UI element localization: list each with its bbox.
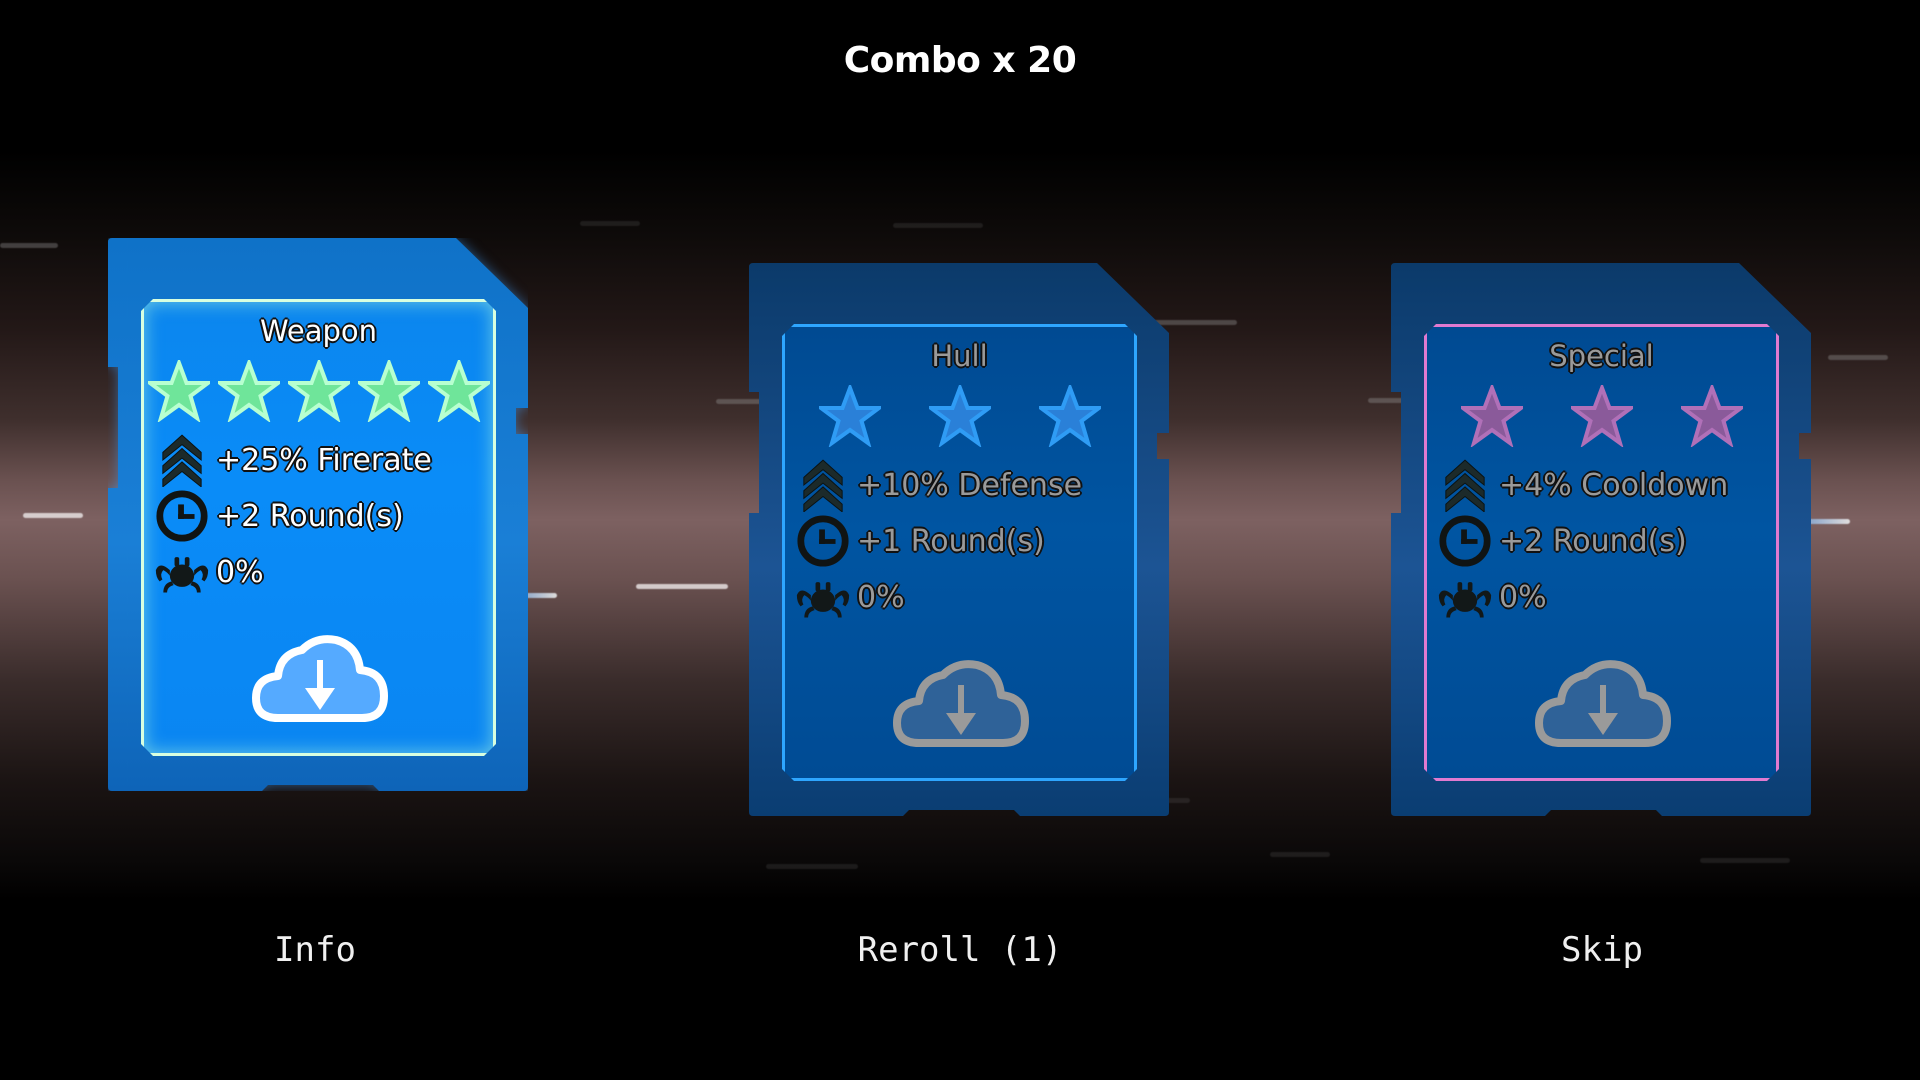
bug-icon xyxy=(154,544,210,600)
background-streak xyxy=(580,221,640,226)
stat-value: +2 Round(s) xyxy=(216,498,404,534)
card-category-label: Hull xyxy=(931,339,988,373)
card-panel: Weapon +25% Firerate +2 Round(s) 0% xyxy=(141,299,496,756)
star-icon xyxy=(1571,385,1633,447)
clock-icon xyxy=(795,513,851,569)
stat-value: 0% xyxy=(216,554,264,590)
chevron-up-rank-icon xyxy=(1437,457,1493,513)
stat-row: +10% Defense xyxy=(795,457,1082,513)
stat-value: +10% Defense xyxy=(857,467,1083,503)
star-icon xyxy=(288,360,350,422)
card-panel: Special +4% Cooldown +2 Round(s) 0% xyxy=(1424,324,1779,781)
background-streak xyxy=(716,399,776,404)
card-panel: Hull +10% Defense +1 Round(s) 0% xyxy=(782,324,1137,781)
background-streak xyxy=(1780,519,1850,524)
stat-row: +1 Round(s) xyxy=(795,513,1045,569)
stat-row: 0% xyxy=(795,569,905,625)
chevron-up-rank-icon xyxy=(154,432,210,488)
background-streak xyxy=(1368,398,1408,403)
background-streak xyxy=(23,513,83,518)
background-streak xyxy=(766,864,858,869)
reroll-button[interactable]: Reroll (1) xyxy=(857,930,1063,970)
clock-icon xyxy=(1437,513,1493,569)
rarity-stars xyxy=(144,360,493,422)
cloud-download-icon[interactable] xyxy=(1533,657,1673,749)
upgrade-card-weapon[interactable]: Weapon +25% Firerate +2 Round(s) 0% xyxy=(108,238,528,791)
background-streak xyxy=(1147,320,1237,325)
star-icon xyxy=(148,360,210,422)
star-icon xyxy=(1461,385,1523,447)
star-icon xyxy=(1039,385,1101,447)
stat-row: 0% xyxy=(154,544,264,600)
upgrade-card-special[interactable]: Special +4% Cooldown +2 Round(s) 0% xyxy=(1391,263,1811,816)
skip-button[interactable]: Skip xyxy=(1561,930,1643,970)
cloud-download-icon[interactable] xyxy=(891,657,1031,749)
chevron-up-rank-icon xyxy=(795,457,851,513)
info-button[interactable]: Info xyxy=(274,930,356,970)
stat-value: +2 Round(s) xyxy=(1499,523,1687,559)
background-streak xyxy=(636,584,728,589)
bug-icon xyxy=(1437,569,1493,625)
star-icon xyxy=(358,360,420,422)
star-icon xyxy=(929,385,991,447)
star-icon xyxy=(819,385,881,447)
stat-value: 0% xyxy=(1499,579,1547,615)
stat-value: +25% Firerate xyxy=(216,442,432,478)
background-streak xyxy=(0,243,58,248)
stat-row: +2 Round(s) xyxy=(1437,513,1687,569)
combo-counter: Combo x 20 xyxy=(843,40,1077,81)
card-category-label: Weapon xyxy=(259,314,378,348)
rarity-stars xyxy=(1427,385,1776,447)
stat-row: +2 Round(s) xyxy=(154,488,404,544)
background-streak xyxy=(1270,852,1330,857)
upgrade-card-hull[interactable]: Hull +10% Defense +1 Round(s) 0% xyxy=(749,263,1169,816)
background-streak xyxy=(1828,355,1888,360)
star-icon xyxy=(428,360,490,422)
stat-value: +1 Round(s) xyxy=(857,523,1045,559)
cloud-download-icon[interactable] xyxy=(250,632,390,724)
stat-row: +4% Cooldown xyxy=(1437,457,1728,513)
stat-value: 0% xyxy=(857,579,905,615)
stat-value: +4% Cooldown xyxy=(1499,467,1729,503)
stat-row: 0% xyxy=(1437,569,1547,625)
background-streak xyxy=(893,223,983,228)
stat-row: +25% Firerate xyxy=(154,432,432,488)
bug-icon xyxy=(795,569,851,625)
star-icon xyxy=(218,360,280,422)
card-category-label: Special xyxy=(1549,339,1654,373)
star-icon xyxy=(1681,385,1743,447)
clock-icon xyxy=(154,488,210,544)
background-streak xyxy=(1700,858,1790,863)
rarity-stars xyxy=(785,385,1134,447)
